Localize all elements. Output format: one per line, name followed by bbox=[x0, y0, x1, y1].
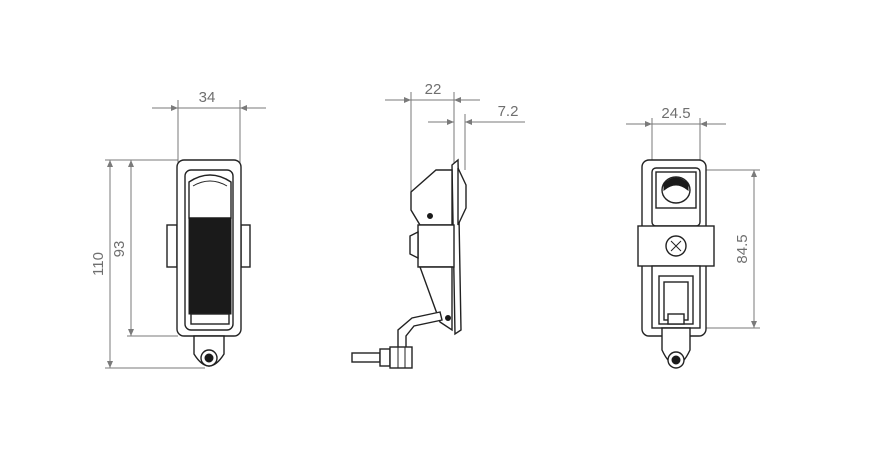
side-depth-dimension: 22 bbox=[385, 81, 480, 192]
back-view: 24.5 84.5 bbox=[626, 105, 760, 369]
front-total-height-dimension: 110 bbox=[90, 159, 205, 369]
back-height-label: 84.5 bbox=[734, 234, 751, 263]
front-width-dimension: 34 bbox=[152, 89, 266, 165]
side-flange-dimension: 7.2 bbox=[428, 103, 525, 170]
side-view: 22 7.2 bbox=[351, 81, 525, 369]
front-body-height-label: 93 bbox=[111, 241, 128, 258]
side-latch-body bbox=[351, 158, 467, 369]
back-width-label: 24.5 bbox=[661, 105, 690, 122]
side-flange-label: 7.2 bbox=[498, 103, 519, 120]
front-latch-body bbox=[166, 159, 251, 367]
back-height-dimension: 84.5 bbox=[700, 169, 760, 329]
front-total-height-label: 110 bbox=[90, 252, 107, 276]
front-view: 34 110 93 bbox=[90, 89, 266, 369]
front-width-label: 34 bbox=[199, 89, 216, 106]
side-depth-label: 22 bbox=[425, 81, 442, 98]
back-width-dimension: 24.5 bbox=[626, 105, 726, 170]
back-latch-body bbox=[637, 159, 715, 369]
front-body-height-dimension: 93 bbox=[111, 160, 178, 337]
